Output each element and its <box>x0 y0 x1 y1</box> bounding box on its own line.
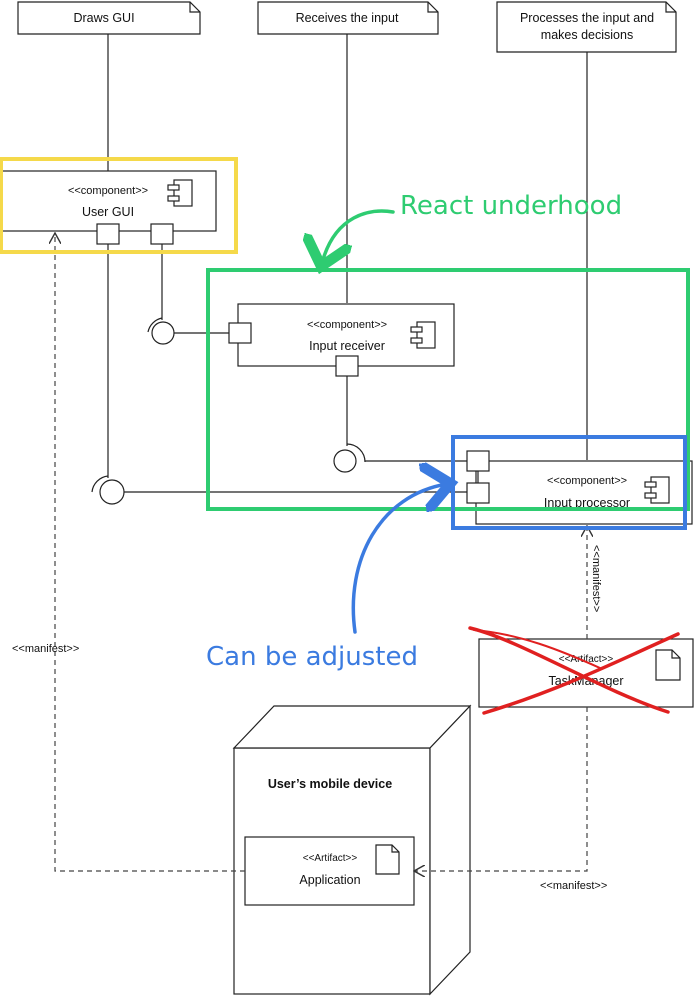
manifest-app-to-gui <box>55 233 245 872</box>
manifest-label-vertical: <<manifest>> <box>590 545 602 612</box>
component-name-input-processor: Input processor <box>544 496 630 510</box>
port-receiver-left <box>228 322 252 344</box>
socket-processor <box>346 443 366 463</box>
manifest-label-left: <<manifest>> <box>12 643 79 655</box>
component-stereotype: <<component>> <box>307 319 387 331</box>
component-icon <box>167 179 193 207</box>
component-name-input-receiver: Input receiver <box>309 339 385 353</box>
arrow-react-underhood <box>322 209 395 263</box>
ball-gui <box>99 479 125 505</box>
component-icon <box>410 321 436 349</box>
red-cross-mark <box>468 626 680 715</box>
annotation-react-underhood: React underhood <box>400 191 622 221</box>
document-icon-fold <box>671 650 680 659</box>
component-input-processor[interactable]: <<component>> Input processor <box>475 460 693 525</box>
node-title: User’s mobile device <box>268 777 392 791</box>
document-icon-fold <box>391 845 399 853</box>
port-processor-top <box>466 450 490 472</box>
component-icon <box>644 476 670 504</box>
manifest-taskmanager-to-app <box>414 707 588 871</box>
note-processes-input: Processes the input and makes decisions <box>496 1 677 53</box>
arrow-can-be-adjusted <box>351 484 447 634</box>
artifact-name-application: Application <box>299 873 360 887</box>
artifact-stereotype: <<Artifact>> <box>303 853 358 864</box>
socket-gui <box>91 475 109 493</box>
artifact-stereotype: <<Artifact>> <box>559 654 614 665</box>
annotation-can-be-adjusted: Can be adjusted <box>206 642 418 672</box>
note-processes-line1: Processes the input and <box>520 11 654 25</box>
port-receiver-bottom <box>335 355 359 377</box>
note-processes-line2: makes decisions <box>541 28 633 42</box>
component-name-user-gui: User GUI <box>82 205 134 219</box>
artifact-task-manager[interactable]: <<Artifact>> TaskManager <box>478 638 694 708</box>
note-receives-input: Receives the input <box>257 1 439 35</box>
highlight-yellow-user-gui <box>0 157 238 254</box>
port-processor-bottom <box>466 482 490 504</box>
note-receives-input-text: Receives the input <box>296 11 399 25</box>
component-user-gui[interactable]: <<component>> User GUI <box>1 170 217 232</box>
socket-receiver <box>147 317 163 333</box>
port-user-gui-2 <box>150 223 174 245</box>
note-draws-gui-text: Draws GUI <box>73 11 134 25</box>
document-icon <box>655 649 681 681</box>
component-stereotype: <<component>> <box>547 475 627 487</box>
manifest-label-bottom: <<manifest>> <box>540 880 607 892</box>
ball-receiver <box>151 321 175 345</box>
port-user-gui-1 <box>96 223 120 245</box>
component-stereotype: <<component>> <box>68 185 148 197</box>
document-icon <box>375 844 400 875</box>
artifact-application[interactable]: <<Artifact>> Application <box>244 836 415 906</box>
ball-processor <box>333 449 357 473</box>
note-draws-gui: Draws GUI <box>17 1 201 35</box>
